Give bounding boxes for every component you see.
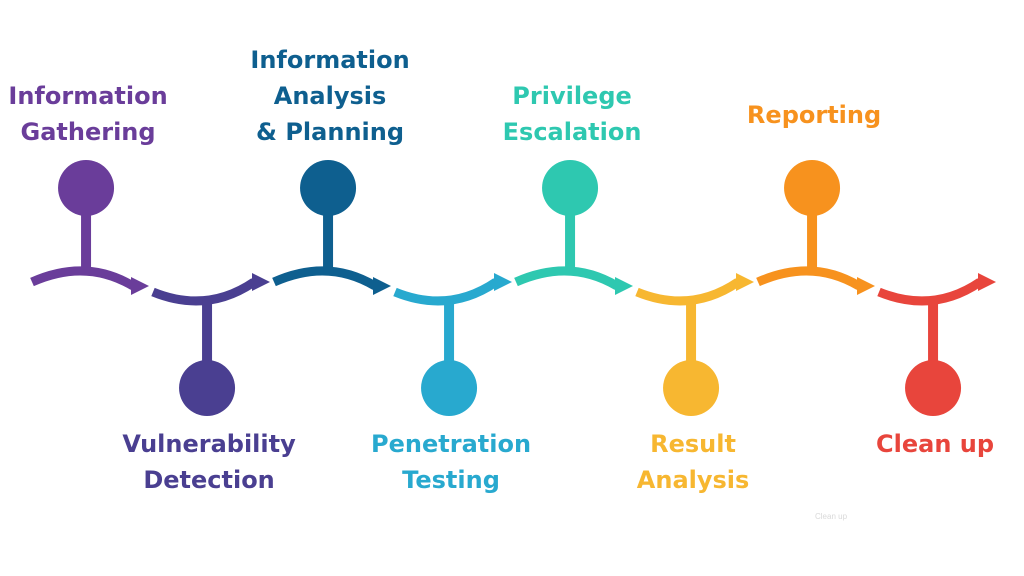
arrow-head xyxy=(373,277,391,295)
step-label-line: Privilege xyxy=(512,82,632,110)
step-node xyxy=(663,360,720,416)
arrow-head xyxy=(615,277,633,295)
arrow-head xyxy=(978,273,996,291)
flow-arc xyxy=(393,278,499,306)
step-2 xyxy=(151,273,270,416)
step-label-line: Testing xyxy=(402,466,500,494)
step-label-line: Result xyxy=(650,430,736,458)
step-label-line: & Planning xyxy=(256,118,405,146)
step-label-line: Analysis xyxy=(636,466,750,494)
step-1 xyxy=(30,160,149,295)
step-node xyxy=(179,360,236,416)
step-5 xyxy=(514,160,633,295)
step-label-line: Reporting xyxy=(746,101,882,129)
step-label-line: Penetration xyxy=(371,430,532,458)
arrow-head xyxy=(131,277,149,295)
step-8 xyxy=(877,273,996,416)
step-node xyxy=(542,160,599,216)
step-label-line: Vulnerability xyxy=(122,430,296,458)
step-label: Reporting xyxy=(747,97,881,133)
arrow-head xyxy=(494,273,512,291)
faint-caption: Clean up xyxy=(815,512,848,521)
step-7 xyxy=(756,160,875,295)
flow-arc xyxy=(877,278,983,306)
arrow-head xyxy=(857,277,875,295)
step-6 xyxy=(635,273,754,416)
step-3 xyxy=(272,160,391,295)
step-label: Clean up xyxy=(876,426,994,462)
step-node xyxy=(784,160,841,216)
arrow-head xyxy=(252,273,270,291)
step-label-line: Clean up xyxy=(876,430,995,458)
flow-arc xyxy=(635,278,741,306)
step-label-line: Information xyxy=(8,82,168,110)
step-label-line: Detection xyxy=(143,466,275,494)
step-4 xyxy=(393,273,512,416)
step-label-line: Escalation xyxy=(502,118,642,146)
step-node xyxy=(300,160,357,216)
step-label-line: Gathering xyxy=(20,118,156,146)
flow-arc xyxy=(151,278,257,306)
step-label-line: Information xyxy=(250,46,410,74)
step-label-line: Analysis xyxy=(273,82,387,110)
arrow-head xyxy=(736,273,754,291)
step-node xyxy=(905,360,962,416)
step-node xyxy=(58,160,115,216)
step-node xyxy=(421,360,478,416)
